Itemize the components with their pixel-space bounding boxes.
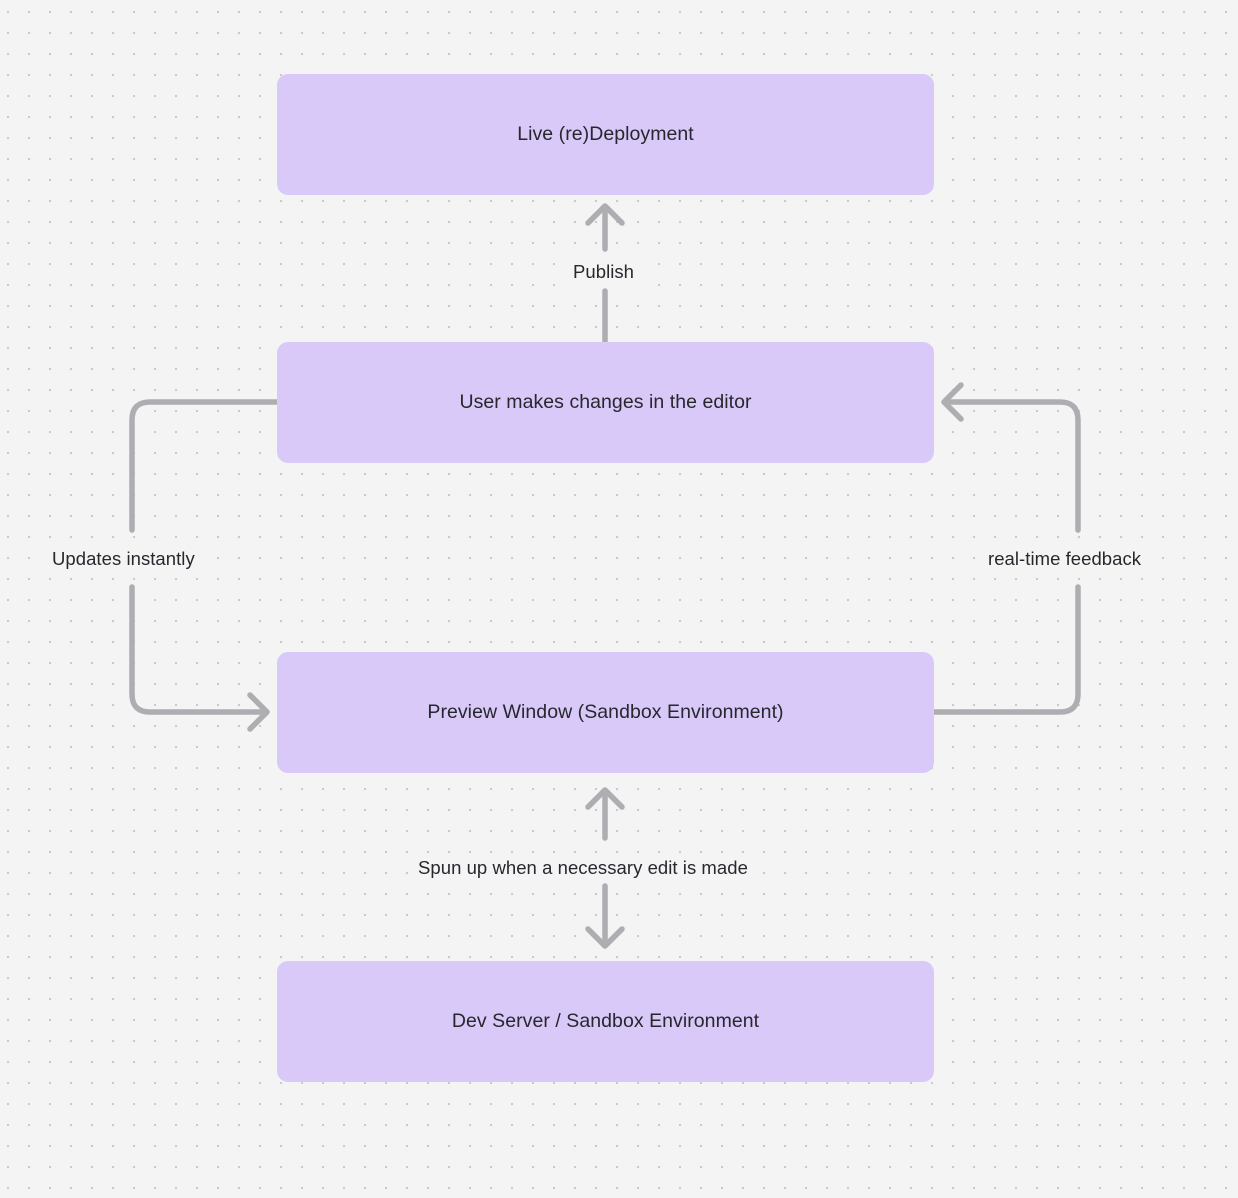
edge-label-spun-up: Spun up when a necessary edit is made — [411, 854, 755, 883]
edge-updates-arrowhead — [247, 692, 270, 732]
node-user-makes-changes[interactable]: User makes changes in the editor — [277, 342, 934, 463]
node-dev-server[interactable]: Dev Server / Sandbox Environment — [277, 961, 934, 1082]
edge-spunup-arrowhead-down — [585, 926, 625, 949]
edge-updates-line-upper — [129, 399, 280, 533]
edge-realtime-line-lower — [931, 584, 1081, 715]
edge-realtime-arrowhead — [941, 382, 964, 422]
edge-publish-arrowhead — [585, 203, 625, 226]
node-preview-window[interactable]: Preview Window (Sandbox Environment) — [277, 652, 934, 773]
node-user-makes-changes-label: User makes changes in the editor — [459, 391, 752, 414]
node-live-redeployment[interactable]: Live (re)Deployment — [277, 74, 934, 195]
node-live-redeployment-label: Live (re)Deployment — [517, 123, 694, 146]
edge-spunup-arrowhead-up — [585, 787, 625, 810]
node-dev-server-label: Dev Server / Sandbox Environment — [451, 1010, 760, 1033]
edge-realtime-line-upper — [948, 399, 1081, 533]
edge-updates-line-lower — [129, 584, 263, 715]
edge-label-updates-instantly: Updates instantly — [45, 545, 202, 574]
node-preview-window-label: Preview Window (Sandbox Environment) — [427, 701, 784, 724]
edge-label-publish: Publish — [566, 258, 642, 287]
edge-label-real-time-feedback: real-time feedback — [981, 545, 1149, 574]
